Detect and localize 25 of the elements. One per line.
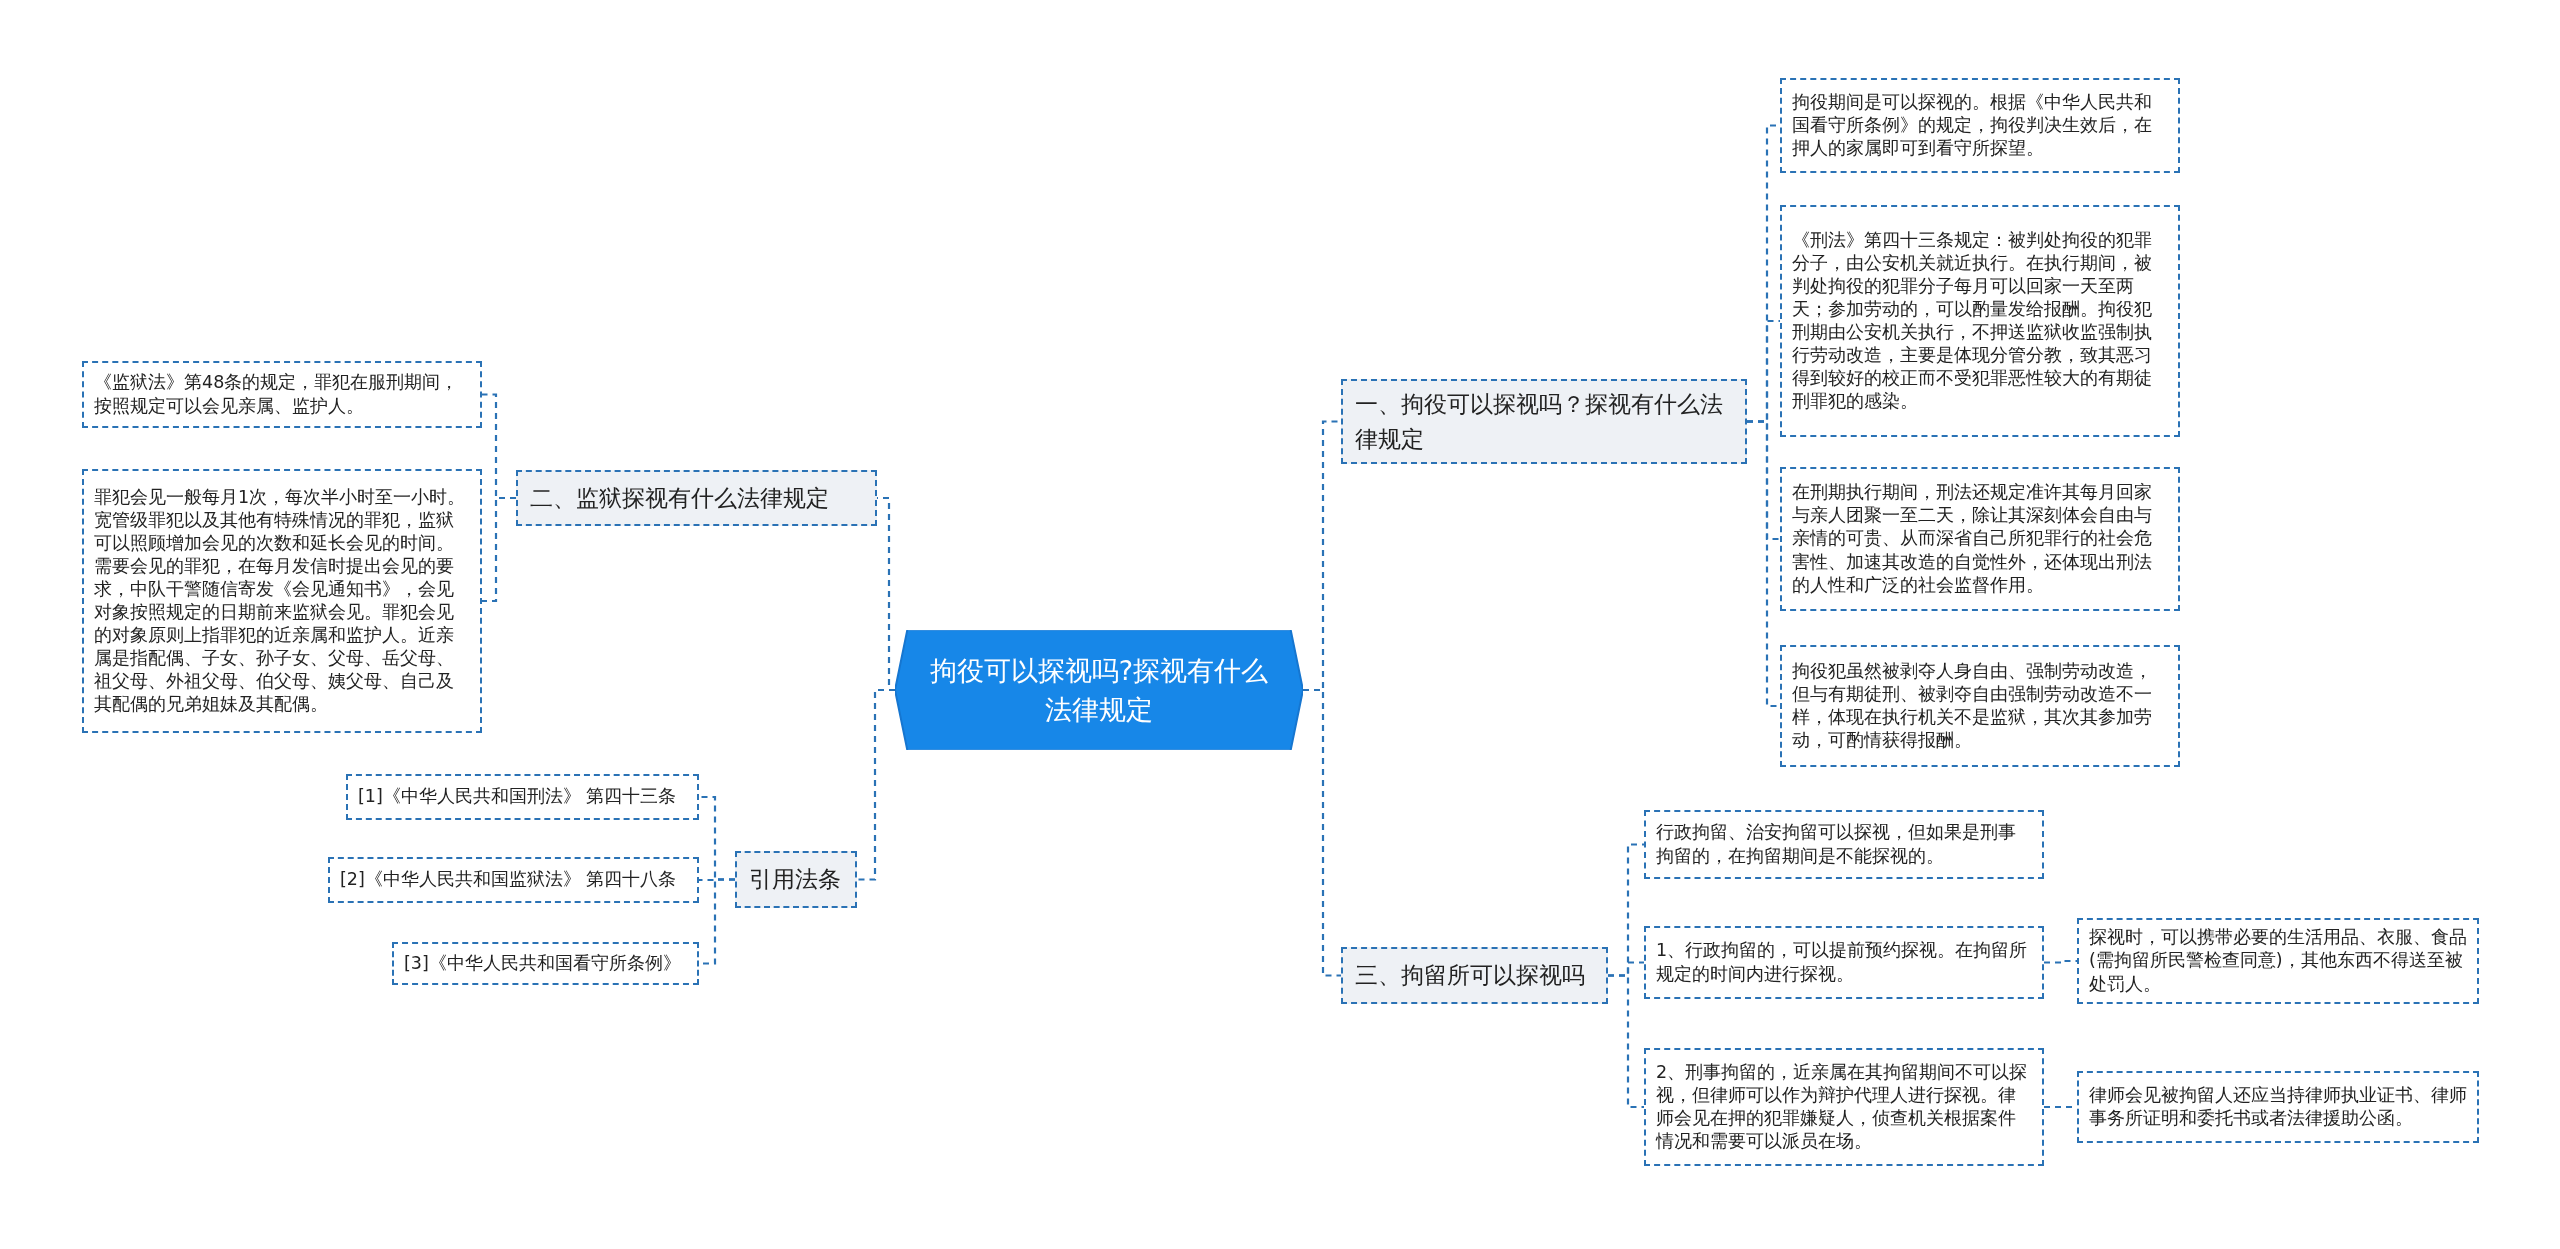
- note-box: 1、行政拘留的，可以提前预约探视。在拘留所规定的时间内进行探视。: [1644, 926, 2044, 999]
- note-box: 《监狱法》第48条的规定，罪犯在服刑期间，按照规定可以会见亲属、监护人。: [82, 361, 482, 428]
- topic-box: 引用法条: [735, 851, 857, 908]
- connector-line: [482, 496, 516, 603]
- topic-box: 三、拘留所可以探视吗: [1341, 947, 1608, 1004]
- note-box: 律师会见被拘留人还应当持律师执业证书、律师事务所证明和委托书或者法律援助公函。: [2077, 1071, 2479, 1143]
- connector-line: [1303, 688, 1341, 977]
- note-box: 探视时，可以携带必要的生活用品、衣服、食品(需拘留所民警检查同意)，其他东西不得送至被处罚人。: [2077, 918, 2479, 1004]
- topic-box: 一、拘役可以探视吗？探视有什么法律规定: [1341, 379, 1747, 464]
- note-box: 2、刑事拘留的，近亲属在其拘留期间不可以探视，但律师可以作为辩护代理人进行探视。律师会见在押的犯罪嫌疑人，侦查机关根据案件情况和需要可以派员在场。: [1644, 1048, 2044, 1166]
- note-box: 罪犯会见一般每月1次，每次半小时至一小时。宽管级罪犯以及其他有特殊情况的罪犯，监狱可以照顾增加会见的次数和延长会见的时间。需要会见的罪犯，在每月发信时提出会见的要求，中队干警随信寄发《会见通知书》，会见对象按照规定的日期前来监狱会见。罪犯会见的对象原则上指罪犯的近亲属和监护人。近亲属是指配偶、子女、孙子女、父母、岳父母、祖父母、外祖父母、伯父母、姨父母、自己及其配偶的兄弟姐妹及其配偶。: [82, 469, 482, 733]
- connector-line: [1747, 420, 1780, 708]
- note-box: [3]《中华人民共和国看守所条例》: [392, 942, 699, 985]
- note-box: [1]《中华人民共和国刑法》 第四十三条: [346, 774, 699, 820]
- note-box: [2]《中华人民共和国监狱法》 第四十八条: [328, 857, 699, 903]
- connector-line: [1608, 974, 1644, 1109]
- connector-line: [2044, 959, 2077, 964]
- root-hexagon: 拘役可以探视吗?探视有什么法律规定: [895, 629, 1303, 751]
- note-box: 在刑期执行期间，刑法还规定准许其每月回家与亲人团聚一至二天，除让其深刻体会自由与亲情的可贵、从而深省自己所犯罪行的社会危害性、加速其改造的自觉性外，还体现出刑法的人性和广泛的社会监督作用。: [1780, 467, 2180, 611]
- note-box: 行政拘留、治安拘留可以探视，但如果是刑事拘留的，在拘留期间是不能探视的。: [1644, 810, 2044, 879]
- note-box: 拘役犯虽然被剥夺人身自由、强制劳动改造，但与有期徒刑、被剥夺自由强制劳动改造不一样，体现在执行机关不是监狱，其次其参加劳动，可酌情获得报酬。: [1780, 645, 2180, 767]
- connector-line: [857, 688, 895, 881]
- topic-box: 二、监狱探视有什么法律规定: [516, 470, 877, 526]
- note-box: 《刑法》第四十三条规定：被判处拘役的犯罪分子，由公安机关就近执行。在执行期间，被判处拘役的犯罪分子每月可以回家一天至两天；参加劳动的，可以酌量发给报酬。拘役犯刑期由公安机关执行，不押送监狱收监强制执行劳动改造，主要是体现分管分教，致其恶习得到较好的校正而不受犯罪恶性较大的有期徒刑罪犯的感染。: [1780, 205, 2180, 437]
- note-box: 拘役期间是可以探视的。根据《中华人民共和国看守所条例》的规定，拘役判决生效后，在押人的家属即可到看守所探望。: [1780, 78, 2180, 173]
